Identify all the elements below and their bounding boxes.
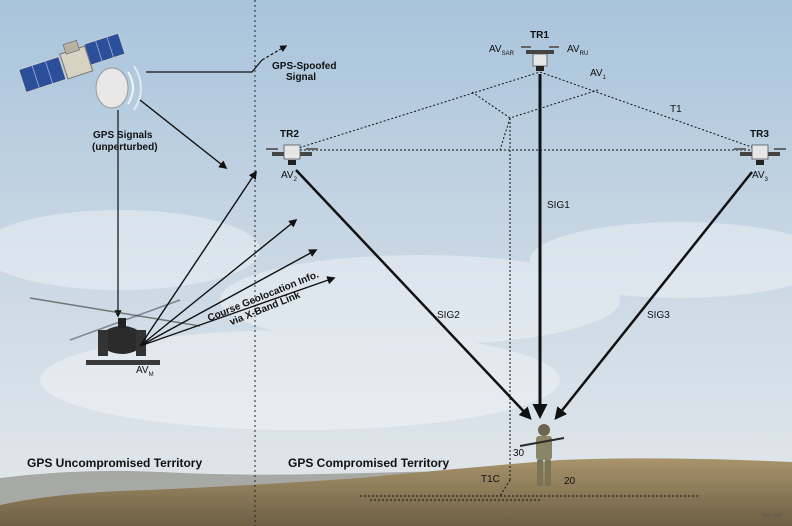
spoofed-signal-arrow — [146, 59, 263, 73]
satellite-icon — [18, 32, 142, 111]
av-1-label: AV1 — [590, 68, 607, 81]
compromised-territory-label: GPS Compromised Territory — [288, 456, 449, 470]
uncompromised-territory-label: GPS Uncompromised Territory — [27, 456, 202, 470]
sig1-label: SIG1 — [547, 200, 570, 211]
corner-tag: Misc-563 — [762, 513, 783, 519]
av-ru-label: AVRU — [567, 44, 588, 57]
drone-tr3-icon — [734, 144, 786, 165]
sig3-label: SIG3 — [647, 310, 670, 321]
xband-link-arrows — [139, 170, 336, 347]
gps-signal-to-compromised — [139, 99, 228, 170]
ground-terrain — [0, 458, 792, 526]
spoofed-signal-label-2: Signal — [286, 72, 316, 83]
tr3-label: TR3 — [750, 129, 769, 140]
t1c-label: T1C — [481, 474, 500, 485]
av-2-label: AV2 — [281, 170, 298, 183]
soldier-icon — [519, 424, 565, 486]
gps-signals-label-1: GPS Signals — [93, 130, 153, 141]
helicopter-icon — [29, 297, 201, 365]
gps-signals-label-2: (unperturbed) — [92, 142, 158, 153]
av-sar-label: AVSAR — [489, 44, 515, 57]
clouds — [0, 210, 792, 430]
angle-20-label: 20 — [564, 476, 576, 487]
av-3-label: AV3 — [752, 170, 769, 183]
tr1-label: TR1 — [530, 30, 549, 41]
sig2-line — [295, 169, 532, 420]
spoofed-signal-label-1: GPS-Spoofed — [272, 61, 336, 72]
sig3-line — [554, 171, 753, 420]
tr2-label: TR2 — [280, 129, 299, 140]
drone-tr2-icon — [266, 144, 318, 165]
triangulation-lines — [291, 71, 761, 501]
av-m-label: AVM — [136, 365, 154, 378]
sig2-label: SIG2 — [437, 310, 460, 321]
angle-30-label: 30 — [513, 448, 525, 459]
t1-label: T1 — [670, 104, 682, 115]
drone-tr1-icon — [521, 46, 559, 71]
